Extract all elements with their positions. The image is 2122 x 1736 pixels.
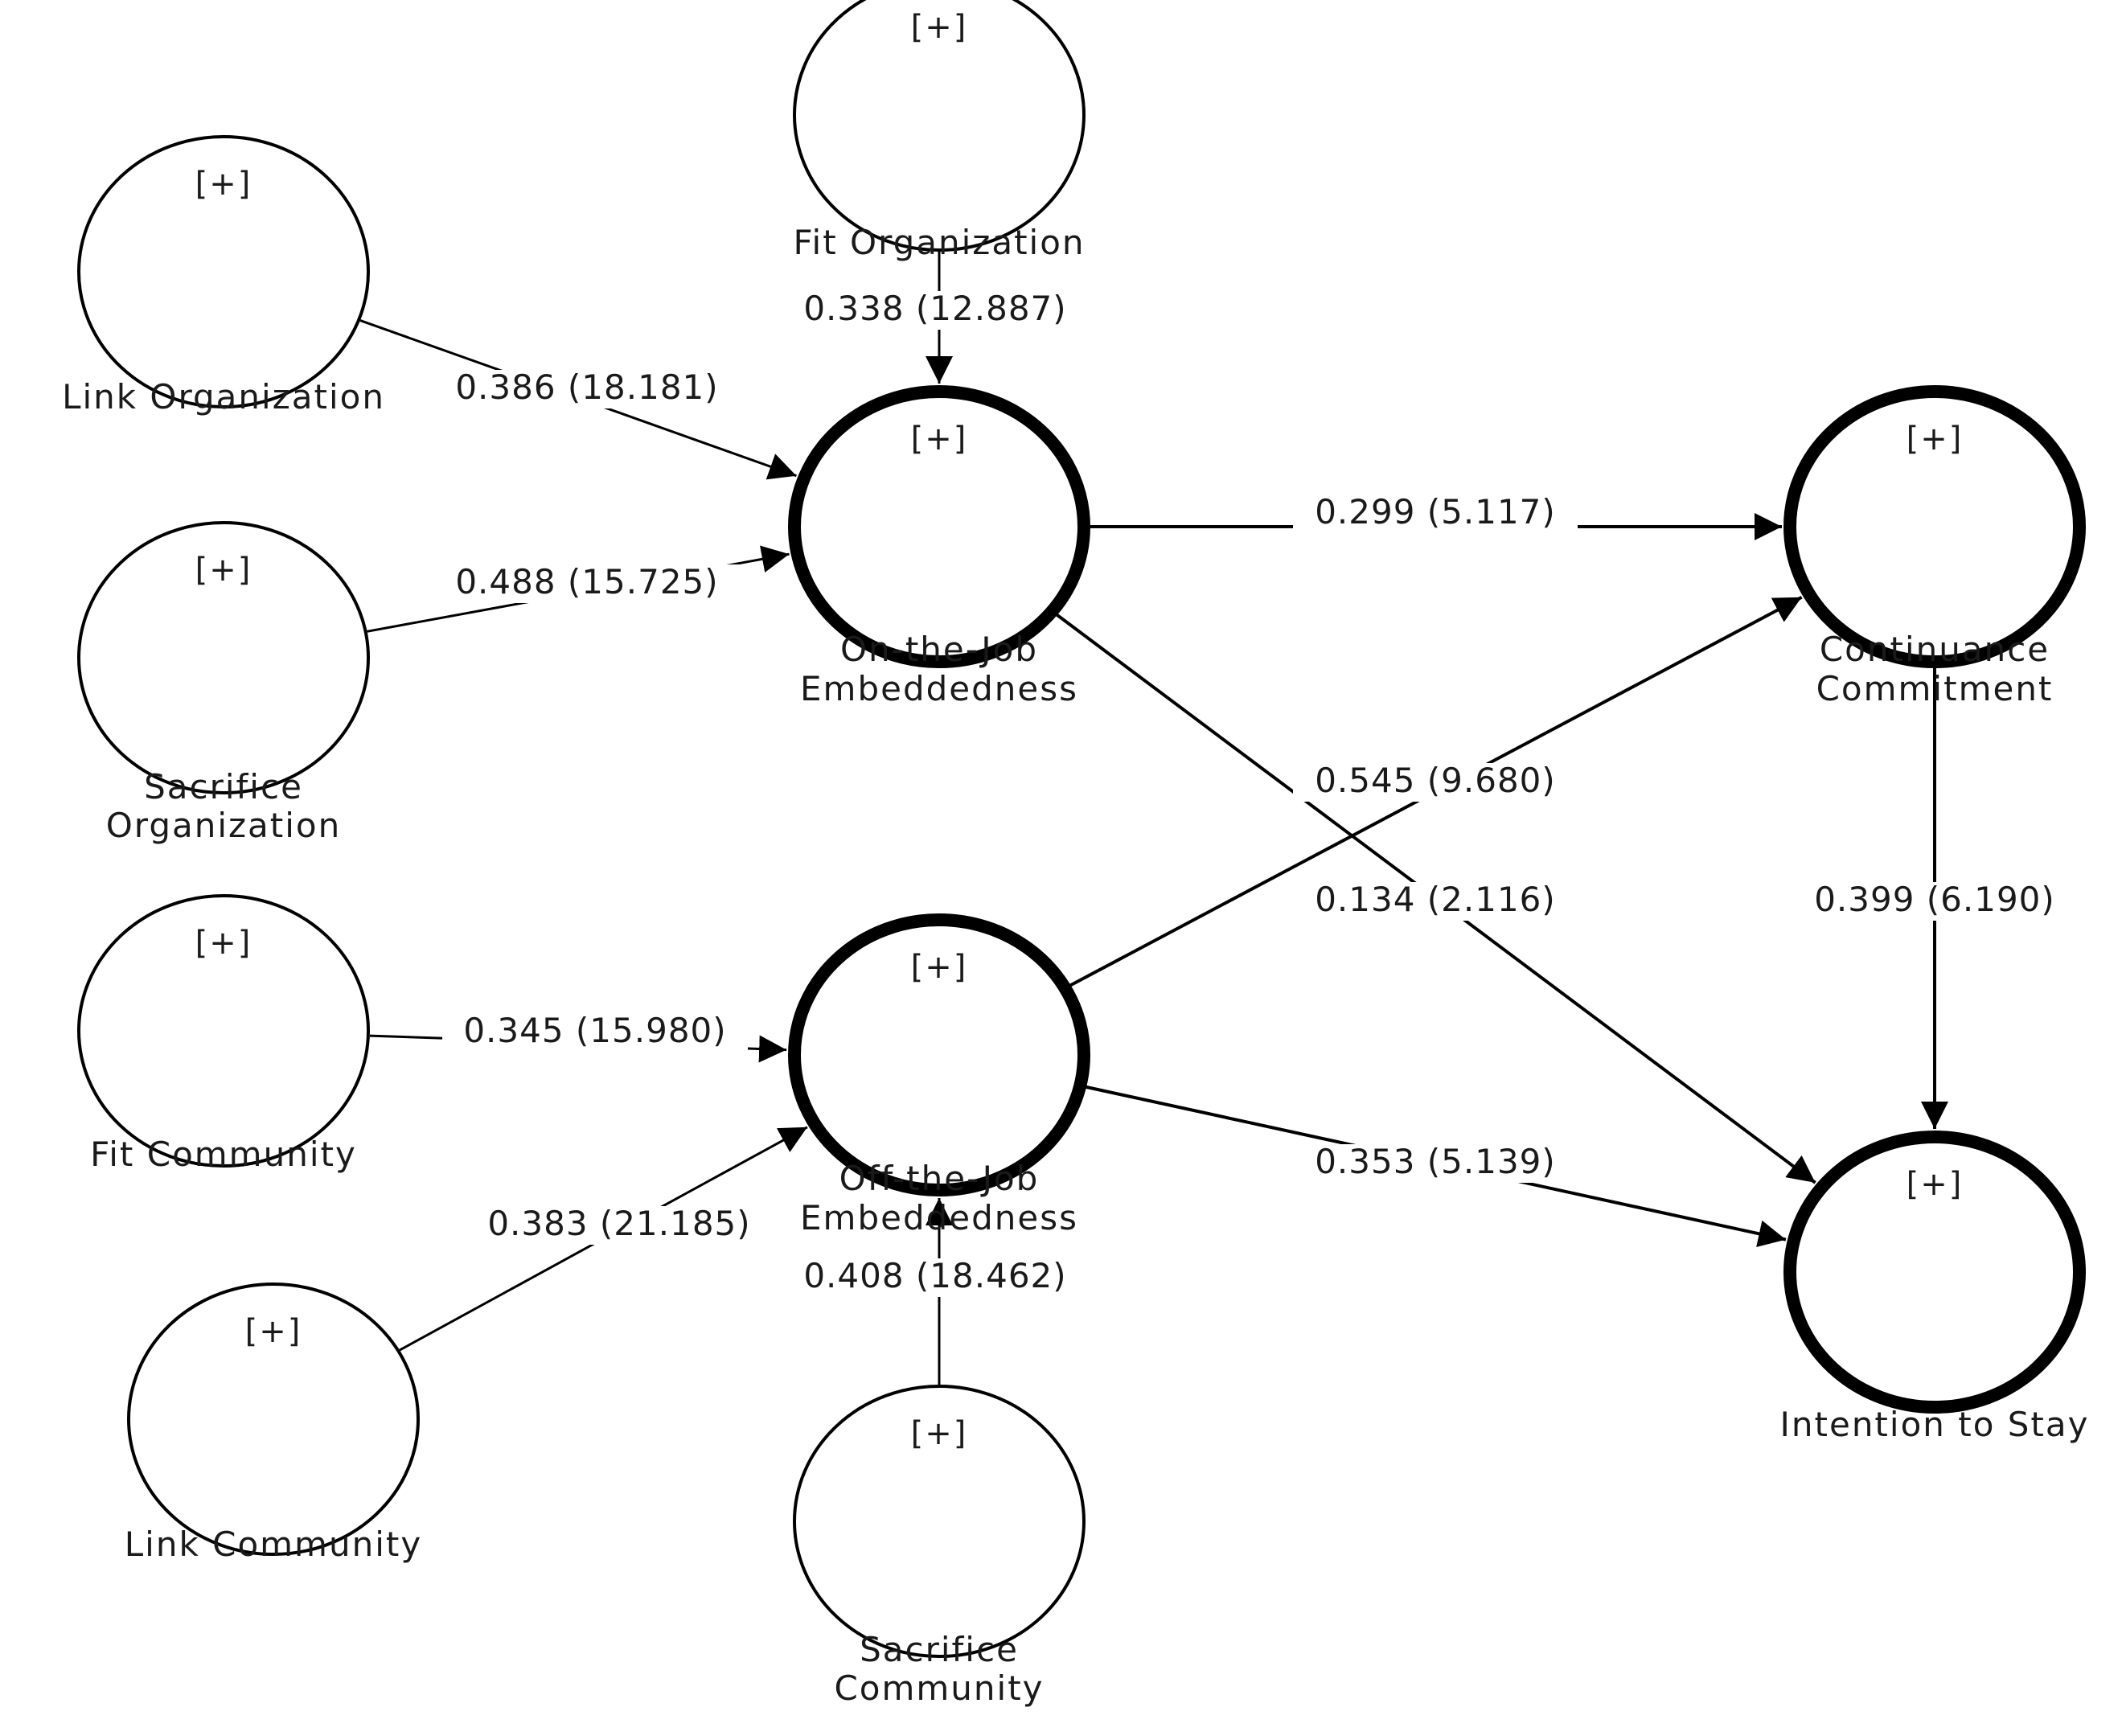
node-name-label: Embeddedness — [800, 669, 1078, 708]
path-coefficient-label: 0.399 (6.190) — [1792, 880, 2077, 921]
node-sacrifice-community[interactable]: [+] — [793, 1385, 1086, 1658]
node-name-label: Fit Organization — [793, 223, 1085, 262]
expand-toggle-icon[interactable]: [+] — [911, 1415, 968, 1452]
node-name-label: Off-the-Job — [839, 1159, 1040, 1198]
path-coefficient-text: 0.488 (15.725) — [455, 562, 718, 601]
path-coefficient-text: 0.383 (21.185) — [487, 1204, 750, 1243]
node-name-label: Sacrifice — [860, 1630, 1019, 1669]
node-on-the-job[interactable]: [+] — [788, 385, 1090, 668]
node-circle — [127, 1283, 420, 1556]
node-circle — [793, 1385, 1086, 1658]
path-coefficient-label: 0.299 (5.117) — [1293, 492, 1578, 533]
node-off-the-job[interactable]: [+] — [788, 913, 1090, 1196]
path-coefficient-text: 0.134 (2.116) — [1315, 880, 1556, 919]
path-coefficient-label: 0.545 (9.680) — [1293, 761, 1578, 802]
node-name-label: Link Community — [125, 1525, 422, 1564]
node-circle — [77, 894, 370, 1168]
node-link-community[interactable]: [+] — [127, 1283, 420, 1556]
path-coefficient-label: 0.383 (21.185) — [466, 1204, 772, 1245]
node-continuance-commitment[interactable]: [+] — [1783, 385, 2086, 668]
expand-toggle-icon[interactable]: [+] — [1907, 421, 1964, 458]
node-circle — [1783, 1131, 2086, 1414]
path-coefficient-text: 0.299 (5.117) — [1315, 492, 1556, 531]
path-coefficient-text: 0.386 (18.181) — [455, 367, 718, 407]
node-fit-organization[interactable]: [+] — [793, 0, 1086, 252]
path-coefficient-text: 0.353 (5.139) — [1315, 1142, 1556, 1181]
expand-toggle-icon[interactable]: [+] — [195, 925, 252, 962]
path-coefficient-text: 0.399 (6.190) — [1814, 880, 2055, 919]
node-circle — [788, 913, 1090, 1196]
node-circle — [788, 385, 1090, 668]
node-name-label: Continuance — [1820, 630, 2050, 669]
node-circle — [1783, 385, 2086, 668]
node-name-label: Embeddedness — [800, 1198, 1078, 1237]
path-coefficient-label: 0.488 (15.725) — [434, 562, 740, 603]
path-coefficient-label: 0.134 (2.116) — [1293, 880, 1578, 921]
expand-toggle-icon[interactable]: [+] — [911, 9, 968, 46]
node-circle — [793, 0, 1086, 252]
path-coefficient-label: 0.408 (18.462) — [782, 1256, 1088, 1297]
expand-toggle-icon[interactable]: [+] — [911, 949, 968, 986]
expand-toggle-icon[interactable]: [+] — [195, 166, 252, 203]
path-coefficient-text: 0.408 (18.462) — [803, 1256, 1066, 1295]
path-coefficient-text: 0.338 (12.887) — [803, 289, 1066, 328]
expand-toggle-icon[interactable]: [+] — [1907, 1166, 1964, 1203]
path-coefficient-label: 0.386 (18.181) — [434, 367, 740, 408]
path-coefficient-label: 0.353 (5.139) — [1293, 1142, 1578, 1183]
node-name-label: Link Organization — [62, 377, 385, 417]
expand-toggle-icon[interactable]: [+] — [245, 1313, 302, 1350]
node-fit-community[interactable]: [+] — [77, 894, 370, 1168]
path-coefficient-text: 0.345 (15.980) — [463, 1011, 726, 1050]
path-coefficient-label: 0.345 (15.980) — [442, 1011, 748, 1052]
node-intention-to-stay[interactable]: [+] — [1783, 1131, 2086, 1414]
node-name-label: Intention to Stay — [1780, 1405, 2090, 1444]
node-circle — [77, 135, 370, 408]
node-name-label: On-the-Job — [840, 630, 1038, 669]
node-name-label: Commitment — [1816, 669, 2054, 708]
expand-toggle-icon[interactable]: [+] — [911, 421, 968, 458]
node-name-label: Sacrifice — [144, 767, 303, 806]
path-coefficient-label: 0.338 (12.887) — [782, 289, 1088, 330]
node-name-label: Community — [834, 1668, 1044, 1708]
node-sacrifice-organization[interactable]: [+] — [77, 521, 370, 794]
node-link-organization[interactable]: [+] — [77, 135, 370, 408]
path-coefficient-text: 0.545 (9.680) — [1315, 761, 1556, 800]
expand-toggle-icon[interactable]: [+] — [195, 552, 252, 589]
node-circle — [77, 521, 370, 794]
node-name-label: Organization — [106, 806, 342, 845]
node-name-label: Fit Community — [90, 1135, 357, 1174]
